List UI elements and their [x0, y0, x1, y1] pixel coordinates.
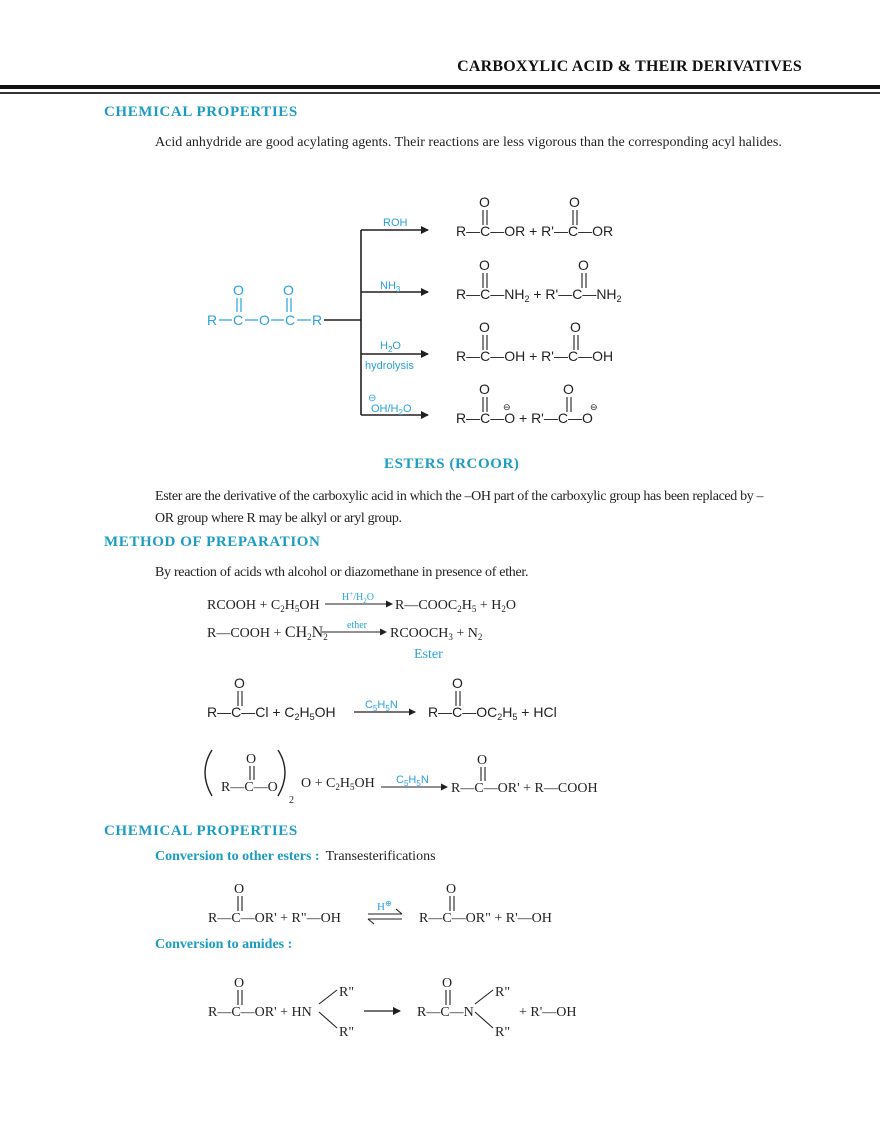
svg-text:R": R" — [339, 1025, 354, 1040]
esters-description-line2: OR group where R may be alkyl or aryl gr… — [155, 511, 402, 526]
reaction-acyl-chloride: R—C—Cl + C2H5OH O C5H5N R—C—OC2H5 + HCl … — [207, 675, 557, 722]
svg-text:O: O — [234, 976, 244, 991]
svg-text:C5H5N: C5H5N — [365, 699, 398, 713]
header-rule-thin — [0, 92, 880, 94]
svg-text:R: R — [312, 312, 322, 328]
method-of-preparation-heading: METHOD OF PREPARATION — [104, 534, 321, 550]
svg-text:R: R — [207, 312, 217, 328]
section-heading-chemical-properties: CHEMICAL PROPERTIES — [104, 104, 298, 120]
svg-text:R—C—O + R'—C—O: R—C—O + R'—C—O — [456, 410, 593, 426]
svg-text:R—C—OR + R'—C—OR: R—C—OR + R'—C—OR — [456, 223, 613, 239]
svg-text:C: C — [233, 312, 243, 328]
svg-text:O: O — [259, 312, 270, 328]
svg-text:R—C—O: R—C—O — [221, 780, 278, 795]
svg-text:2: 2 — [289, 795, 294, 806]
svg-text:R—C—OR' + R—COOH: R—C—OR' + R—COOH — [451, 781, 598, 796]
svg-text:R—C—NH2 + R'—C—NH2: R—C—NH2 + R'—C—NH2 — [456, 286, 622, 304]
svg-text:R": R" — [495, 985, 510, 1000]
anhydride-reaction-diagram: R C O C R O O ROH NH3 H2O hydrolysis ⊖ O… — [207, 194, 622, 426]
transesterification-heading: Conversion to other esters : Transesterif… — [155, 849, 436, 865]
preparation-reactions: RCOOH + C2H5OH H+/H2O R—COOC2H5 + H2O R—… — [204, 590, 598, 806]
svg-text:O: O — [234, 882, 244, 897]
svg-text:⊖: ⊖ — [503, 402, 511, 412]
svg-text:O: O — [446, 882, 456, 897]
svg-text:H+/H2O: H+/H2O — [342, 590, 374, 605]
reaction-acid-ethanol: RCOOH + C2H5OH H+/H2O R—COOC2H5 + H2O — [207, 590, 516, 614]
svg-text:O: O — [246, 752, 256, 767]
amide-conversion-reaction: R—C—OR' + HN O R" R" R—C—N O R" R" + R'—… — [208, 976, 576, 1040]
svg-text:R—C—Cl + C2H5OH: R—C—Cl + C2H5OH — [207, 704, 336, 722]
svg-text:ether: ether — [347, 620, 368, 631]
svg-text:O: O — [578, 257, 589, 273]
svg-text:O: O — [479, 194, 490, 210]
transesterification-label: Conversion to other esters : — [155, 849, 320, 864]
reagent-oh-h2o: OH/H2O — [371, 403, 412, 417]
reagent-h2o: H2O — [380, 340, 401, 354]
reaction-anhydride-ethanol: R—C—O O 2 O + C2H5OH C5H5N R—C—OR' + R—C… — [204, 749, 598, 806]
reaction-acid-diazomethane: R—COOH + CH2N2 ether RCOOCH3 + N2 Ester — [207, 620, 482, 662]
svg-text:O + C2H5OH: O + C2H5OH — [301, 776, 375, 792]
ester-label: Ester — [414, 647, 443, 662]
minus-charge-icon: ⊖ — [368, 393, 376, 404]
svg-text:⊖: ⊖ — [590, 402, 598, 412]
svg-text:O: O — [452, 675, 463, 691]
reagent-roh: ROH — [383, 217, 408, 229]
svg-text:R—C—OH + R'—C—OH: R—C—OH + R'—C—OH — [456, 348, 613, 364]
svg-text:RCOOH + C2H5OH: RCOOH + C2H5OH — [207, 598, 320, 614]
svg-text:C5H5N: C5H5N — [396, 774, 429, 788]
svg-text:O: O — [563, 381, 574, 397]
svg-text:R—C—N: R—C—N — [417, 1005, 474, 1020]
svg-text:R—COOC2H5 + H2O: R—COOC2H5 + H2O — [395, 598, 516, 614]
svg-text:RCOOCH3 + N2: RCOOCH3 + N2 — [390, 626, 482, 642]
esters-heading: ESTERS (RCOOR) — [384, 456, 520, 472]
svg-text:R—COOH + CH2N2: R—COOH + CH2N2 — [207, 624, 328, 642]
page-header-title: CARBOXYLIC ACID & THEIR DERIVATIVES — [457, 58, 802, 75]
svg-text:R": R" — [339, 985, 354, 1000]
svg-text:O: O — [283, 282, 294, 298]
reagent-nh3: NH3 — [380, 280, 401, 294]
preparation-intro-text: By reaction of acids wth alcohol or diaz… — [155, 565, 529, 580]
reagent-hydrolysis-note: hydrolysis — [365, 360, 414, 372]
transesterification-reaction: R—C—OR' + R"—OH O H⊕ R—C—OR" + R'—OH O — [208, 882, 552, 926]
svg-text:O: O — [569, 194, 580, 210]
svg-text:O: O — [479, 319, 490, 335]
svg-text:O: O — [442, 976, 452, 991]
svg-text:R": R" — [495, 1025, 510, 1040]
svg-text:+ R'—OH: + R'—OH — [519, 1005, 576, 1020]
svg-text:O: O — [479, 257, 490, 273]
svg-text:R—C—OC2H5 + HCl: R—C—OC2H5 + HCl — [428, 704, 557, 722]
acid-catalyst-label: H⊕ — [377, 899, 392, 913]
svg-text:C: C — [285, 312, 295, 328]
svg-text:R—C—OR' + HN: R—C—OR' + HN — [208, 1005, 312, 1020]
svg-text:O: O — [570, 319, 581, 335]
esters-description-line1: Ester are the derivative of the carboxyl… — [155, 489, 764, 504]
transesterification-name: Transesterifications — [325, 849, 436, 864]
svg-text:R—C—OR' + R"—OH: R—C—OR' + R"—OH — [208, 911, 341, 926]
svg-text:R—C—OR" + R'—OH: R—C—OR" + R'—OH — [419, 911, 552, 926]
svg-text:O: O — [233, 282, 244, 298]
anhydride-reactant: R C O C R O O — [207, 282, 322, 328]
svg-text:O: O — [477, 753, 487, 768]
amides-heading: Conversion to amides : — [155, 937, 293, 952]
header-rule-thick — [0, 85, 880, 89]
svg-text:O: O — [234, 675, 245, 691]
anhydride-intro-text: Acid anhydride are good acylating agents… — [155, 135, 782, 150]
section-heading-chemical-properties-2: CHEMICAL PROPERTIES — [104, 823, 298, 839]
svg-text:O: O — [479, 381, 490, 397]
